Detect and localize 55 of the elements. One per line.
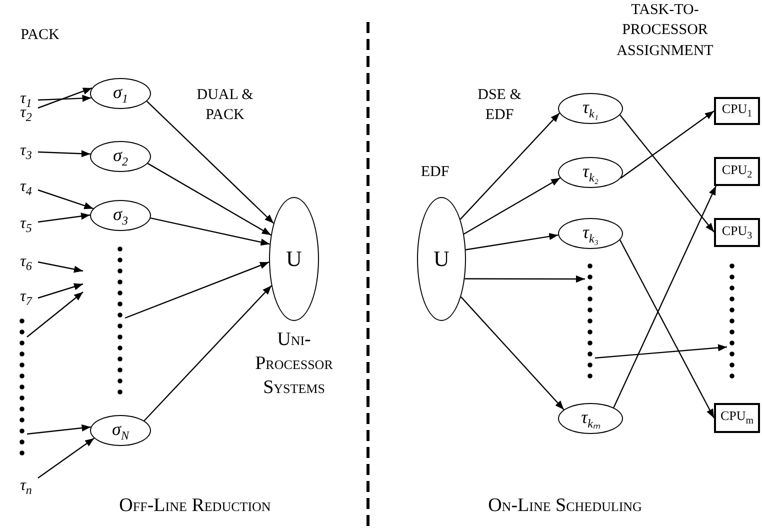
arrow [38, 261, 84, 273]
arrow [464, 177, 560, 234]
arrow [620, 110, 714, 179]
step-label: DUAL & PACK [196, 86, 254, 126]
task-ellipse: τ$_{kₘ}$ [558, 403, 623, 434]
processor-box: CPU$_{3}$ [714, 218, 760, 247]
arrow [466, 232, 558, 250]
arrow [144, 285, 272, 422]
arrow [464, 275, 585, 283]
processor-box: CPU$_{1}$ [714, 97, 760, 125]
arrow [38, 438, 94, 478]
task-label: τ$_{3}$ [14, 142, 38, 162]
task-ellipse: τ$_{k₁}$ [558, 93, 623, 124]
arrow [460, 296, 564, 410]
task-ellipse: σ$_{1}$ [90, 78, 151, 109]
arrow [150, 217, 270, 246]
task-ellipse: σ$_{2}$ [90, 141, 151, 172]
task-ellipse: σ$_{3}$ [90, 200, 151, 231]
task-label: τ$_{6}$ [14, 253, 38, 273]
task-label: τ$_{1}$ [14, 90, 38, 110]
task-ellipse: τ$_{k₂}$ [558, 157, 623, 188]
arrow [620, 114, 714, 232]
arrow [38, 189, 94, 210]
task-label: τ$_{7}$ [14, 288, 38, 308]
section-title: Off-Line Reduction [118, 494, 272, 518]
arrow [38, 212, 90, 223]
arrow [460, 112, 560, 220]
arrow [594, 344, 728, 359]
arrow [619, 240, 715, 418]
arrow [146, 100, 274, 224]
processor-ellipse: U [269, 197, 319, 321]
system-caption: Uni- Processor Systems [254, 328, 334, 400]
arrow [124, 262, 270, 319]
processor-box: CPU$_{2}$ [714, 157, 760, 186]
task-label: τ$_{n}$ [14, 477, 38, 497]
arrow [38, 283, 84, 299]
algorithm-label: EDF [420, 163, 450, 182]
task-label: τ$_{4}$ [14, 178, 38, 198]
dots [17, 318, 27, 458]
task-ellipse: τ$_{k₃}$ [558, 218, 623, 249]
arrow [38, 94, 92, 102]
arrow [38, 87, 92, 109]
processor-ellipse: U [417, 197, 466, 321]
step-label: DSE & EDF [476, 86, 522, 126]
task-label: τ$_{5}$ [14, 215, 38, 235]
arrow [26, 424, 91, 435]
step-label: TASK-TO- PROCESSOR ASSIGNMENT [616, 1, 714, 60]
processor-box: CPU$_{m}$ [714, 403, 760, 433]
step-label: PACK [20, 26, 60, 45]
section-title: On-Line Scheduling [487, 494, 643, 518]
arrow [38, 150, 90, 158]
arrow [147, 162, 272, 236]
task-ellipse: σ$_{N}$ [90, 415, 151, 446]
arrow [26, 292, 84, 338]
arrow [613, 186, 717, 408]
